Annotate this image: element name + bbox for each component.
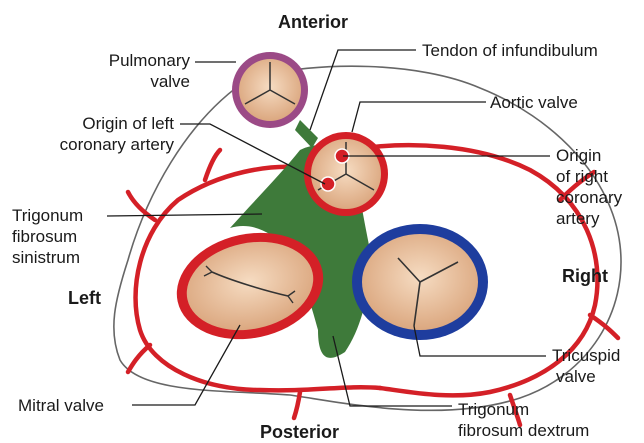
label-tricuspid-valve: Tricuspid valve: [552, 345, 620, 387]
label-posterior: Posterior: [260, 422, 339, 443]
pulmonary-valve: [232, 52, 308, 128]
label-mitral-valve: Mitral valve: [18, 395, 104, 416]
label-trigonum-sinistrum: Trigonum fibrosum sinistrum: [12, 205, 83, 268]
label-pulmonary-valve: Pulmonary valve: [109, 50, 190, 92]
label-trigonum-dextrum-line1: Trigonum: [458, 399, 589, 420]
label-tricuspid-valve-line2: valve: [552, 366, 620, 387]
label-origin-left-coronary-line1: Origin of left: [60, 113, 174, 134]
label-tricuspid-valve-line1: Tricuspid: [552, 345, 620, 366]
label-right: Right: [562, 266, 608, 287]
label-origin-left-coronary: Origin of left coronary artery: [60, 113, 174, 155]
label-tendon-of-infundibulum: Tendon of infundibulum: [422, 40, 598, 61]
left-coronary-ostium: [321, 177, 335, 191]
aortic-valve: [304, 132, 388, 216]
label-anterior: Anterior: [278, 12, 348, 33]
tricuspid-valve: [352, 224, 488, 340]
label-left: Left: [68, 288, 101, 309]
label-aortic-valve: Aortic valve: [490, 92, 578, 113]
label-origin-right-coronary-line1: Origin: [556, 145, 622, 166]
label-trigonum-sinistrum-line2: fibrosum: [12, 226, 83, 247]
label-trigonum-sinistrum-line1: Trigonum: [12, 205, 83, 226]
label-origin-right-coronary-line2: of right: [556, 166, 622, 187]
label-pulmonary-valve-line2: valve: [109, 71, 190, 92]
label-origin-right-coronary-line4: artery: [556, 208, 622, 229]
label-origin-left-coronary-line2: coronary artery: [60, 134, 174, 155]
label-origin-right-coronary: Origin of right coronary artery: [556, 145, 622, 229]
label-trigonum-sinistrum-line3: sinistrum: [12, 247, 83, 268]
label-pulmonary-valve-line1: Pulmonary: [109, 50, 190, 71]
label-trigonum-dextrum-line2: fibrosum dextrum: [458, 420, 589, 441]
label-trigonum-dextrum: Trigonum fibrosum dextrum: [458, 399, 589, 441]
label-origin-right-coronary-line3: coronary: [556, 187, 622, 208]
